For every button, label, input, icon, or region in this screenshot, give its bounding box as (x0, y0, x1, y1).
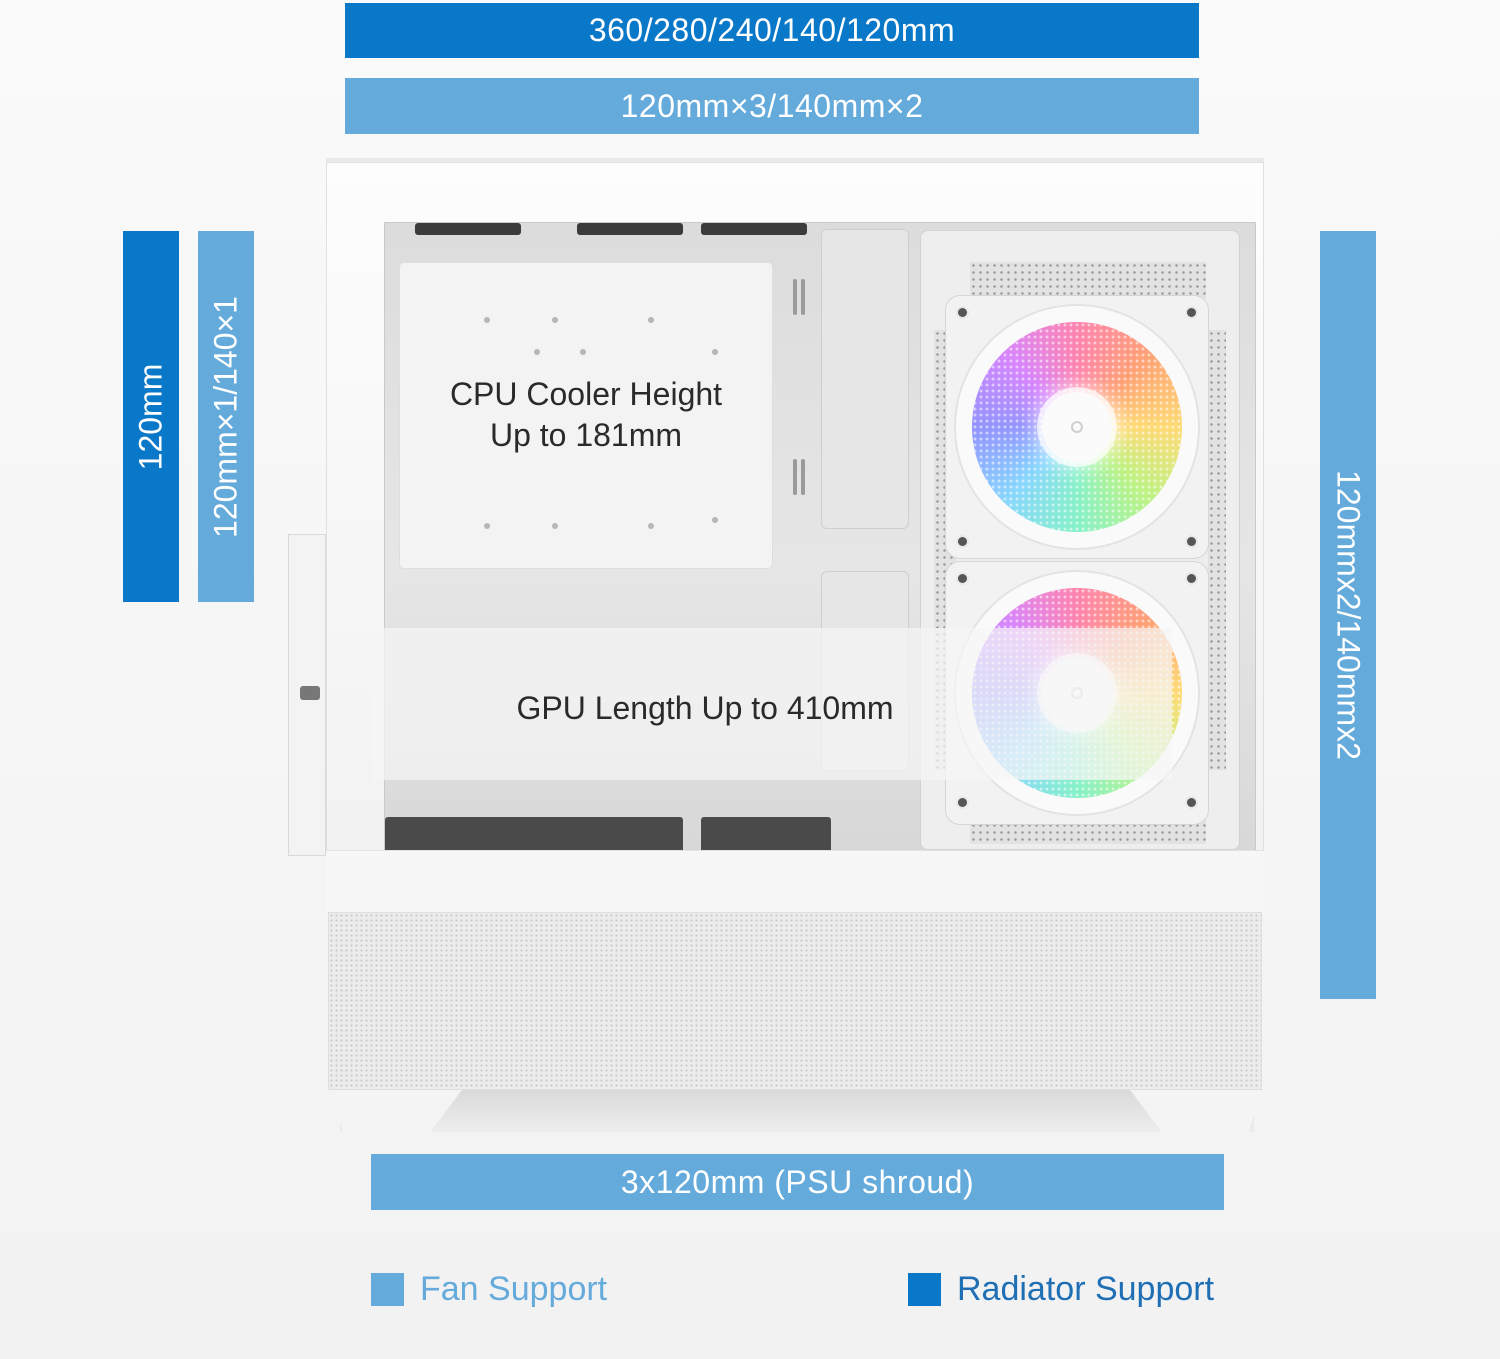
cpu-line-2: Up to 181mm (489, 417, 683, 453)
rear-radiator-label: 120mm (132, 363, 169, 470)
front-bar-label: 120mmx2/140mmx2 (1330, 470, 1367, 760)
motherboard-tray (400, 263, 772, 568)
standoff-hole (648, 523, 654, 529)
gpu-clearance-band (372, 628, 1172, 780)
rear-fan-bar: 120mm×1/140×1 (198, 231, 254, 602)
vent-slot (793, 459, 797, 495)
vent-slot (793, 279, 797, 315)
front-fan-top (946, 296, 1208, 558)
rear-fan-label: 120mm×1/140×1 (207, 295, 244, 538)
mesh-strip (970, 262, 1206, 298)
legend-radiator-label: Radiator Support (957, 1270, 1215, 1308)
screw (958, 798, 967, 807)
top-slot (415, 223, 521, 235)
legend-fan-label: Fan Support (420, 1270, 608, 1308)
fan-ring (954, 304, 1200, 550)
standoff-hole (712, 349, 718, 355)
standoff-hole (712, 517, 718, 523)
screw (958, 308, 967, 317)
standoff-hole (580, 349, 586, 355)
thumbscrew (300, 686, 320, 700)
screw (1187, 798, 1196, 807)
standoff-hole (484, 523, 490, 529)
cpu-line-1: CPU Cooler Height (449, 376, 723, 412)
standoff-hole (552, 317, 558, 323)
top-fan-label: 120mm×3/140mm×2 (620, 87, 924, 124)
screw (1187, 574, 1196, 583)
rear-radiator-bar: 120mm (123, 231, 179, 602)
bottom-fan-label: 3x120mm (PSU shroud) (620, 1163, 975, 1200)
cable-grommet-upper (821, 229, 909, 529)
legend-radiator-support: Radiator Support (908, 1270, 1214, 1309)
psu-shroud-mesh (328, 912, 1262, 1090)
fan-hub (1042, 392, 1112, 462)
standoff-hole (648, 317, 654, 323)
standoff-hole (552, 523, 558, 529)
bottom-cutout (385, 817, 683, 851)
mesh-strip (1208, 330, 1226, 770)
legend-fan-swatch (371, 1273, 404, 1306)
standoff-hole (484, 317, 490, 323)
top-slot (577, 223, 683, 235)
bottom-cutout (701, 817, 831, 851)
vent-slot (801, 459, 805, 495)
screw (958, 574, 967, 583)
standoff-hole (534, 349, 540, 355)
case-bottom-frame (326, 850, 1264, 913)
case-base (340, 1090, 1254, 1132)
bottom-fan-bar: 3x120mm (PSU shroud) (371, 1154, 1224, 1210)
screw (1187, 308, 1196, 317)
legend-radiator-swatch (908, 1273, 941, 1306)
screw (1187, 537, 1196, 546)
top-radiator-label: 360/280/240/140/120mm (588, 12, 956, 48)
top-slot (701, 223, 807, 235)
front-fan-radiator-bar: 120mmx2/140mmx2 (1320, 231, 1376, 999)
top-radiator-bar: 360/280/240/140/120mm (345, 3, 1199, 58)
gpu-length-text: GPU Length Up to 410mm (516, 690, 894, 726)
legend-fan-support: Fan Support (371, 1270, 607, 1309)
cpu-cooler-clearance-text: CPU Cooler Height Up to 181mm (400, 374, 772, 456)
top-fan-bar: 120mm×3/140mm×2 (345, 78, 1199, 134)
vent-slot (801, 279, 805, 315)
screw (958, 537, 967, 546)
